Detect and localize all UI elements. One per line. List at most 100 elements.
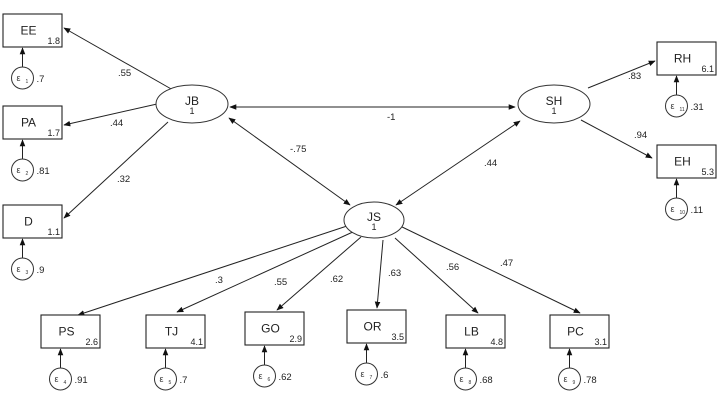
observed-box bbox=[346, 309, 407, 344]
epsilon-symbol: ε bbox=[360, 369, 364, 379]
observed-box bbox=[2, 105, 63, 140]
epsilon-symbol: ε bbox=[459, 374, 463, 384]
observed-intercept: 5.3 bbox=[701, 167, 714, 177]
observed-box bbox=[445, 314, 506, 349]
observed-label: OR bbox=[364, 320, 382, 334]
error-variance: .31 bbox=[691, 102, 704, 113]
error-circle-4 bbox=[49, 367, 72, 391]
epsilon-symbol: ε bbox=[16, 73, 20, 83]
loading-label-ee: .55 bbox=[118, 68, 131, 79]
observed-label: GO bbox=[261, 322, 280, 336]
loading-arrow-sh-eh bbox=[580, 119, 653, 159]
observed-intercept: 1.7 bbox=[47, 128, 60, 138]
error-circle-5 bbox=[154, 367, 177, 391]
latent-ellipse bbox=[155, 84, 229, 124]
error-circle-7 bbox=[355, 362, 378, 386]
observed-box bbox=[2, 204, 63, 239]
covariance-label-jb-sh: -1 bbox=[387, 112, 395, 123]
loading-arrow-js-lb bbox=[394, 237, 479, 314]
loading-label-rh: .83 bbox=[628, 71, 641, 82]
latent-label: SH bbox=[546, 94, 563, 108]
epsilon-symbol: ε bbox=[563, 374, 567, 384]
error-variance: .62 bbox=[279, 372, 292, 383]
observed-intercept: 1.1 bbox=[47, 227, 60, 237]
loading-arrow-jb-d bbox=[63, 121, 169, 219]
observed-intercept: 3.1 bbox=[594, 337, 607, 347]
observed-label: EH bbox=[674, 155, 691, 169]
error-variance: .91 bbox=[75, 375, 88, 386]
observed-intercept: 3.5 bbox=[391, 332, 404, 342]
loading-arrow-js-tj bbox=[176, 230, 356, 313]
latent-label: JS bbox=[367, 210, 381, 224]
loading-arrow-js-pc bbox=[397, 224, 581, 314]
observed-label: PA bbox=[21, 116, 36, 130]
loading-arrow-js-or bbox=[374, 239, 384, 309]
loading-arrow-js-go bbox=[276, 236, 362, 311]
error-index: 9 bbox=[573, 380, 576, 386]
error-variance: .68 bbox=[480, 375, 493, 386]
observed-label: TJ bbox=[165, 325, 178, 339]
error-index: 4 bbox=[64, 380, 67, 386]
observed-intercept: 4.1 bbox=[190, 337, 203, 347]
latent-variance: 1 bbox=[189, 106, 194, 116]
covariance-arrow-jb-js bbox=[228, 117, 351, 206]
observed-intercept: 6.1 bbox=[701, 64, 714, 74]
observed-label: LB bbox=[464, 325, 479, 339]
latent-ellipse bbox=[517, 84, 591, 124]
error-variance: .78 bbox=[584, 375, 597, 386]
observed-box bbox=[244, 311, 305, 346]
observed-box bbox=[145, 314, 206, 349]
error-variance: .81 bbox=[37, 166, 50, 177]
error-circle-3 bbox=[11, 257, 34, 281]
observed-label: PS bbox=[58, 325, 74, 339]
error-variance: .9 bbox=[37, 265, 45, 276]
error-index: 2 bbox=[26, 171, 29, 177]
error-index: 7 bbox=[370, 375, 373, 381]
error-circle-6 bbox=[253, 364, 276, 388]
error-circle-11 bbox=[665, 94, 688, 118]
observed-label: EE bbox=[20, 24, 36, 38]
observed-label: PC bbox=[567, 325, 584, 339]
covariance-arrow-sh-js bbox=[395, 120, 521, 206]
loading-arrow-js-ps bbox=[77, 224, 351, 316]
latent-ellipse bbox=[343, 201, 405, 239]
observed-box bbox=[2, 13, 63, 48]
latent-label: JB bbox=[185, 94, 199, 108]
observed-intercept: 4.8 bbox=[490, 337, 503, 347]
observed-box bbox=[549, 314, 610, 349]
error-index: 6 bbox=[268, 377, 271, 383]
epsilon-symbol: ε bbox=[258, 371, 262, 381]
observed-intercept: 2.6 bbox=[85, 337, 98, 347]
loading-label-ps: .3 bbox=[215, 275, 223, 286]
observed-box bbox=[656, 41, 717, 76]
error-variance: .11 bbox=[691, 205, 704, 216]
error-index: 5 bbox=[169, 380, 172, 386]
error-index: 10 bbox=[680, 210, 686, 216]
loading-label-go: .62 bbox=[330, 274, 343, 285]
loading-label-or: .63 bbox=[388, 268, 401, 279]
error-index: 1 bbox=[26, 79, 29, 85]
observed-label: D bbox=[24, 215, 33, 229]
loading-label-d: .32 bbox=[117, 174, 130, 185]
error-circle-8 bbox=[454, 367, 477, 391]
error-circle-1 bbox=[11, 66, 34, 90]
epsilon-symbol: ε bbox=[16, 165, 20, 175]
latent-node-js: JS1 bbox=[343, 201, 405, 239]
covariance-label-jb-js: -.75 bbox=[290, 144, 306, 155]
latent-variance: 1 bbox=[551, 106, 556, 116]
loading-arrow-jb-ee bbox=[63, 27, 174, 91]
loading-label-pc: .47 bbox=[500, 258, 513, 269]
error-circle-2 bbox=[11, 158, 34, 182]
loading-arrow-jb-pa bbox=[63, 103, 158, 127]
